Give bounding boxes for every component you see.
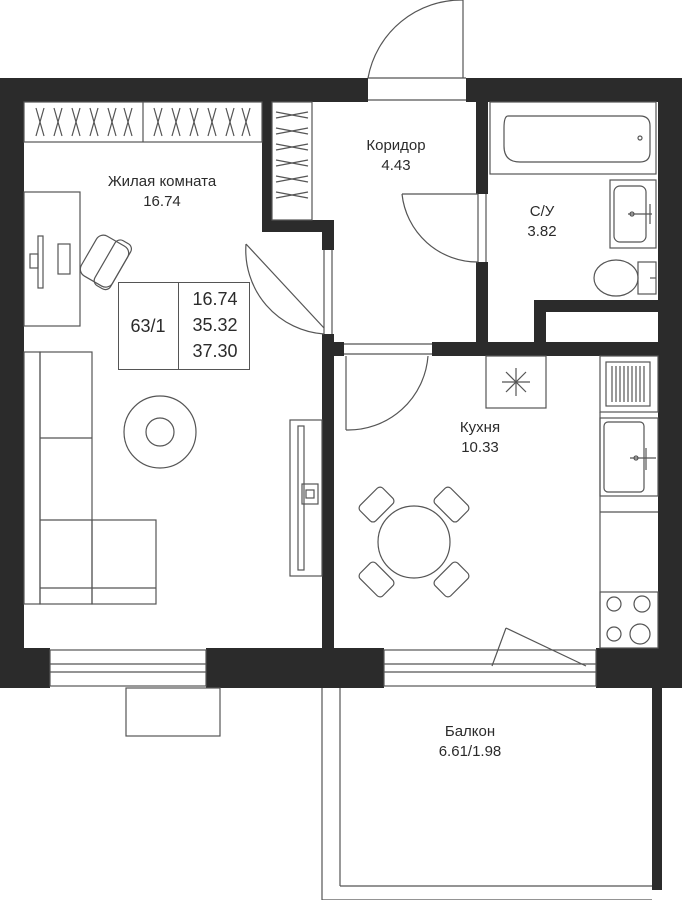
kitchen-door-icon [344,343,432,431]
room-area: 3.82 [527,223,557,240]
hood-icon [485,355,547,409]
room-area: 6.61/1.98 [438,743,502,760]
toilet-icon [593,259,657,297]
living-door-icon [245,243,333,335]
apartment-code: 63/1 [130,315,166,336]
round-rug-icon [123,395,197,469]
room-name: Кухня [459,419,501,436]
room-name: Коридор [366,137,426,154]
sink-icon [609,179,657,249]
room-label-balcony: Балкон 6.61/1.98 [410,722,530,762]
room-name: С/У [529,203,555,220]
balcony-outline [321,688,652,900]
room-area: 16.74 [143,193,181,210]
area-values: 16.74 35.32 37.30 [180,286,250,364]
entrance-door-icon [367,0,466,101]
room-name: Жилая комната [107,173,217,190]
room-label-bathroom: С/У 3.82 [510,202,574,242]
walls [0,78,682,890]
total-with-balcony-value: 37.30 [192,341,238,361]
room-area: 10.33 [461,439,499,456]
room-label-corridor: Коридор 4.43 [346,136,446,176]
room-label-kitchen: Кухня 10.33 [440,418,520,458]
living-area-value: 16.74 [192,289,238,309]
kitchen-sink-icon [599,417,659,513]
room-area: 4.43 [381,157,411,174]
sofa-icon [23,351,157,605]
room-label-living: Жилая комната 16.74 [82,172,242,212]
tv-stand-icon [289,419,323,577]
corridor-wardrobe-icon [271,101,313,221]
area-summary: 63/1 16.74 35.32 37.30 [118,282,250,370]
summary-frame [118,282,250,370]
bathroom-door-icon [401,193,487,263]
window-icon [49,649,221,737]
stove-icon [599,591,659,649]
wardrobe-icon [23,101,263,143]
room-name: Балкон [444,723,496,740]
desk-icon [23,191,81,327]
kitchen-window-icon [383,627,597,687]
bathtub-icon [489,101,657,175]
dining-table-icon [358,486,470,598]
fridge-icon [599,355,659,413]
total-area-value: 35.32 [192,315,238,335]
chair-icon [79,234,132,291]
monitor-icon [29,235,71,289]
